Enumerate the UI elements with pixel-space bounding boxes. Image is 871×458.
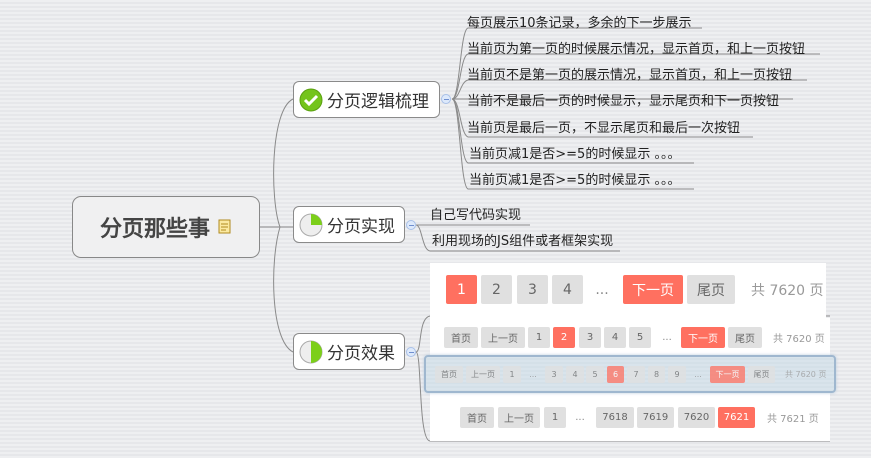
page-total-label: 共 7621 页 [767,414,819,425]
page-button[interactable]: 4 [552,275,583,304]
page-button[interactable]: 7620 [678,407,715,428]
page-button[interactable]: 1 [528,327,550,348]
implementation-item[interactable]: 利用现场的JS组件或者框架实现 [432,234,614,249]
logic-item[interactable]: 当前页减1是否>=5的时候显示 。。。 [469,147,681,162]
page-total-label: 共 7620 页 [773,334,825,345]
branch-label: 分页逻辑梳理 [327,92,429,112]
page-button[interactable]: 1 [544,407,566,428]
page-button[interactable]: 1 [503,366,521,383]
page-ellipsis: ... [575,412,585,423]
page-button[interactable]: 5 [586,366,604,383]
page-button[interactable]: 上一页 [498,407,540,428]
page-button[interactable]: 8 [648,366,665,383]
page-total-label: 共 7620 页 [785,370,827,379]
branch-label: 分页效果 [327,344,395,364]
check-complete-icon [299,88,323,111]
page-button[interactable]: 5 [629,327,651,348]
branch-pagination-implementation[interactable]: 分页实现 [293,206,405,243]
logic-item[interactable]: 当前页不是第一页的展示情况，显示首页，和上一页按钮 [467,68,793,83]
progress-half-icon [299,340,323,363]
progress-quarter-icon [299,213,323,236]
branch-pagination-logic[interactable]: 分页逻辑梳理 [293,81,440,118]
page-button[interactable]: 尾页 [687,275,735,304]
logic-item[interactable]: 当前页是最后一页，不显示尾页和最后一次按钮 [467,121,741,136]
page-button[interactable]: 3 [545,366,563,383]
collapse-toggle[interactable] [441,94,451,104]
collapse-toggle[interactable] [406,220,416,230]
page-button[interactable]: 首页 [460,407,494,428]
page-button[interactable]: 上一页 [466,366,500,383]
page-ellipsis: ... [662,332,672,343]
implementation-item[interactable]: 自己写代码实现 [430,208,522,223]
page-button[interactable]: 7621 [718,407,755,428]
page-button[interactable]: 4 [566,366,584,383]
page-button[interactable]: 3 [579,327,601,348]
page-button[interactable]: 7618 [596,407,634,428]
page-button[interactable]: 首页 [435,366,463,383]
page-button[interactable]: 7 [627,366,645,383]
page-button[interactable]: 3 [517,275,548,304]
page-button[interactable]: 6 [607,366,624,383]
page-button[interactable]: 尾页 [728,327,762,348]
page-button[interactable]: 2 [481,275,512,304]
page-button[interactable]: 7619 [637,407,674,428]
page-button[interactable]: 下一页 [623,275,683,304]
page-total-label: 共 7620 页 [751,282,824,299]
page-ellipsis: ... [595,281,609,298]
page-button[interactable]: 1 [446,275,477,304]
branch-label: 分页实现 [327,217,395,237]
branch-pagination-effect[interactable]: 分页效果 [293,333,405,370]
page-ellipsis: ... [694,370,702,379]
page-button[interactable]: 9 [668,366,686,383]
root-topic-label: 分页那些事 [99,217,210,242]
page-button[interactable]: 首页 [444,327,478,348]
logic-item[interactable]: 每页展示10条记录，多余的下一步展示 [467,16,692,31]
page-button[interactable]: 上一页 [481,327,525,348]
logic-item[interactable]: 当前页为第一页的时候展示情况，显示首页，和上一页按钮 [467,42,806,57]
note-icon[interactable] [218,219,232,235]
logic-item[interactable]: 当前页减1是否>=5的时候显示 。。。 [469,173,681,188]
page-button[interactable]: 下一页 [681,327,725,348]
page-button[interactable]: 4 [604,327,626,348]
root-topic[interactable]: 分页那些事 [72,196,260,258]
page-button[interactable]: 2 [553,327,575,348]
collapse-toggle[interactable] [406,347,416,357]
logic-item[interactable]: 当前不是最后一页的时候显示，显示尾页和下一页按钮 [467,94,780,109]
page-ellipsis: ... [529,370,537,379]
page-button[interactable]: 下一页 [710,366,745,383]
page-button[interactable]: 尾页 [748,366,775,383]
